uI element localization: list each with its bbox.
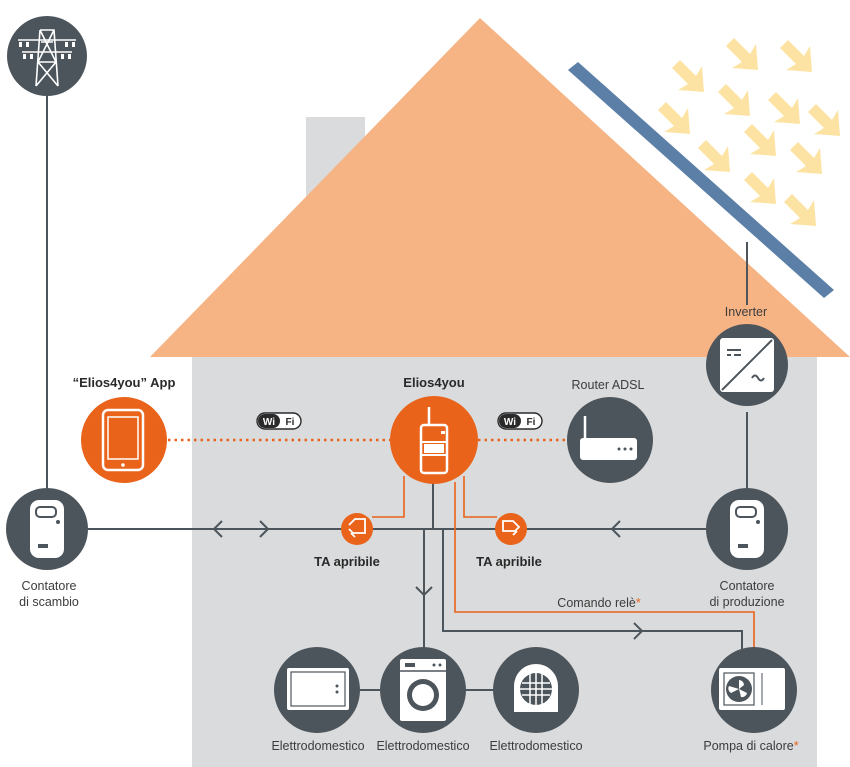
heat-pump-node	[711, 647, 797, 733]
meter-production-node	[706, 488, 788, 570]
wifi-badge-left: Wi Fi	[256, 412, 302, 430]
arrow-right	[259, 520, 270, 538]
router-label: Router ADSL	[572, 378, 645, 392]
washing-machine-icon	[400, 659, 446, 721]
arrow-left	[212, 520, 223, 538]
wifi-right-a: Wi	[504, 417, 516, 428]
sun-ray-arrow	[808, 104, 840, 136]
sun-ray-arrow	[718, 84, 750, 116]
power-pylon-node	[7, 16, 87, 96]
wifi-right-b: Fi	[527, 417, 536, 428]
sun-ray-arrow	[672, 60, 704, 92]
sun-ray-arrow	[790, 142, 822, 174]
elios4you-label: Elios4you	[403, 375, 464, 390]
heat-pump-icon	[719, 668, 785, 710]
line-relay-command	[454, 482, 755, 655]
arrow-down	[415, 586, 433, 597]
router-node	[567, 397, 653, 483]
sun-ray-arrow	[784, 194, 816, 226]
sun-ray-arrow	[744, 124, 776, 156]
sun-ray-arrow	[726, 38, 758, 70]
sun-ray-arrow	[780, 40, 812, 72]
appliance-node-2	[380, 647, 466, 733]
inverter-label: Inverter	[725, 305, 767, 319]
solar-panel	[568, 62, 834, 298]
appliance-label-3: Elettrodomestico	[489, 739, 582, 753]
line-ta-left-signal	[372, 476, 405, 518]
meter-icon	[30, 500, 64, 558]
line-ta-right-signal	[463, 476, 497, 518]
wifi-left-b: Fi	[286, 417, 295, 428]
sun-ray-arrow	[744, 172, 776, 204]
ta-right-node	[495, 513, 527, 545]
app-label: “Elios4you” App	[73, 375, 176, 390]
appliance-label-2: Elettrodomestico	[376, 739, 469, 753]
meter-production-label-line2: di produzione	[709, 595, 784, 609]
ta-left-label: TA apribile	[314, 554, 380, 569]
sun-ray-arrow	[698, 140, 730, 172]
appliance-node-3	[493, 647, 579, 733]
sun-ray-arrow	[768, 92, 800, 124]
elios4you-node	[390, 396, 478, 484]
power-pylon-icon	[18, 29, 76, 87]
elios4you-device-icon	[419, 407, 449, 475]
clamp-icon	[502, 520, 521, 536]
appliance-label-1: Elettrodomestico	[271, 739, 364, 753]
meter-exchange-node	[6, 488, 88, 570]
arrow-right	[633, 622, 644, 640]
fan-heater-icon	[514, 664, 558, 712]
inverter-node	[706, 324, 788, 406]
meter-exchange-label-line1: Contatore	[22, 579, 77, 593]
signal-lines	[372, 476, 755, 655]
clamp-icon	[348, 518, 366, 538]
heat-pump-label: Pompa di calore*	[703, 739, 798, 753]
line-bus-heatpump	[442, 529, 743, 652]
arrow-left	[610, 520, 621, 538]
meter-icon	[730, 500, 764, 558]
wifi-left-a: Wi	[263, 417, 275, 428]
sun-rays	[658, 38, 840, 226]
ta-left-node	[341, 513, 373, 545]
app-node	[81, 397, 167, 483]
wifi-badge-right: Wi Fi	[497, 412, 543, 430]
tablet-icon	[101, 408, 145, 472]
inverter-icon	[720, 338, 774, 392]
appliance-node-1	[274, 647, 360, 733]
relay-command-label: Comando relè*	[557, 596, 641, 610]
router-icon	[580, 416, 637, 460]
ta-right-label: TA apribile	[476, 554, 542, 569]
sun-ray-arrow	[658, 102, 690, 134]
roof	[150, 18, 850, 357]
meter-production-label-line1: Contatore	[720, 579, 775, 593]
dishwasher-icon	[287, 668, 349, 710]
power-lines	[46, 95, 748, 691]
meter-exchange-label-line2: di scambio	[19, 595, 79, 609]
